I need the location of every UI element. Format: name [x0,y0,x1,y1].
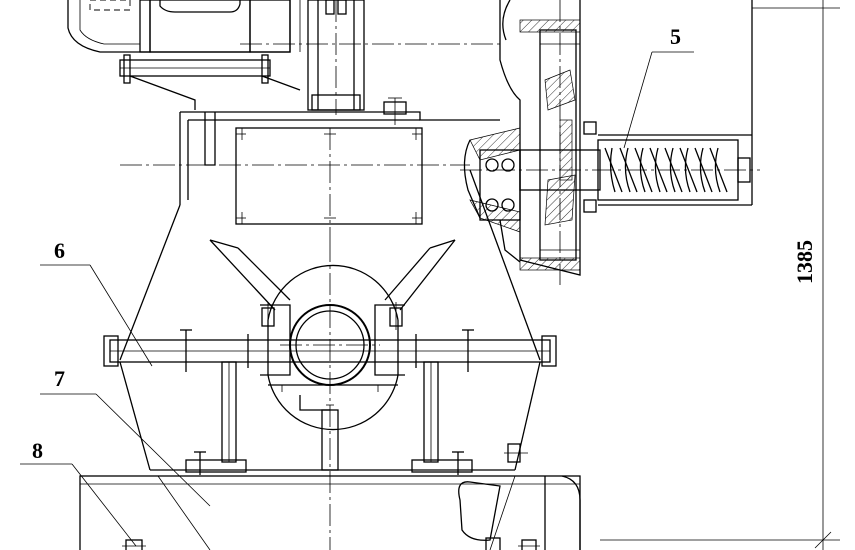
callout-5: 5 [623,24,694,149]
horizontal-flange [103,329,557,372]
callout-6-label: 6 [54,238,65,263]
upper-gearbox-housing [120,97,500,240]
callout-5-label: 5 [670,24,681,49]
lower-housing [119,361,541,475]
coupling-housing [307,0,365,115]
screw-spring [597,139,751,201]
callout-7-label: 7 [54,366,65,391]
callout-7: 7 [40,366,211,507]
motor [67,0,301,53]
bearing-boss [260,240,405,550]
callout-8: 8 [20,438,137,547]
base-frame [79,475,581,550]
callout-8-label: 8 [32,438,43,463]
clutch-assembly [460,0,760,285]
callout-6: 6 [40,238,153,367]
right-frame [598,0,753,206]
dimension-1385: 1385 [600,0,840,550]
tapered-housing [119,169,541,361]
dimension-label: 1385 [792,240,817,284]
motor-flange [119,54,301,110]
